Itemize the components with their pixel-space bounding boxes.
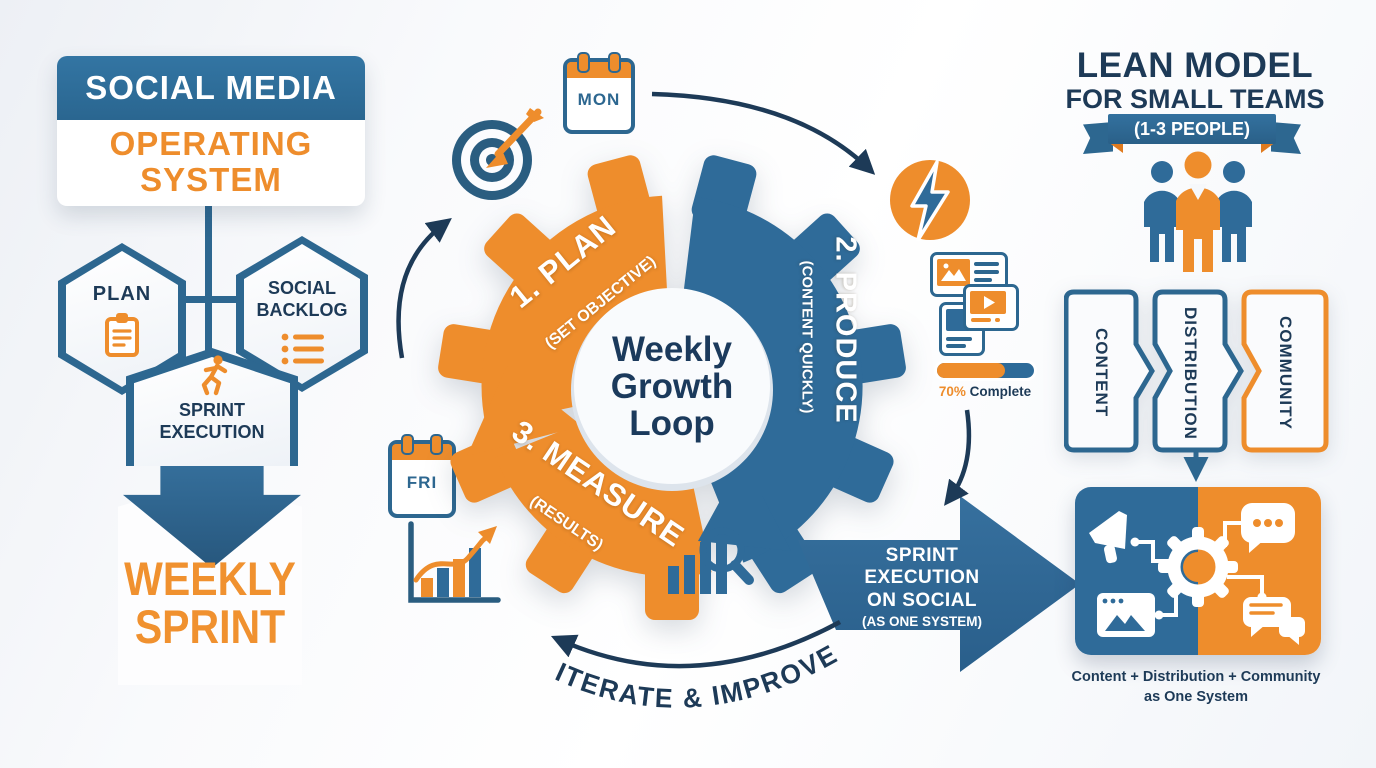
system-caption: Content + Distribution + Community as On… <box>1046 668 1346 707</box>
ribbon-banner: (1-3 PEOPLE) <box>1108 114 1276 144</box>
checklist-icon <box>281 333 324 365</box>
text-line <box>974 262 999 266</box>
image-thumb-icon <box>937 259 970 286</box>
hexagon-connector-horizontal <box>150 296 268 303</box>
ribbon-fold-right <box>1261 142 1276 153</box>
calendar-pin-icon <box>577 52 590 73</box>
calendar-pin-icon <box>430 434 443 455</box>
weekly-line2: SPRINT <box>134 600 286 654</box>
iterate-improve-label: ITERATE & IMPROVE <box>551 638 843 713</box>
person-right-icon <box>1216 161 1252 262</box>
pillar-content-box <box>1064 289 1155 453</box>
title-line1: OPERATING <box>109 125 313 162</box>
pillar-distribution-label: DISTRIBUTION <box>1181 306 1200 440</box>
gear-segment-plan <box>481 195 669 426</box>
growth-chart-icon <box>408 521 501 603</box>
title-body: OPERATING SYSTEM <box>57 120 365 199</box>
pentagon-label: SPRINT EXECUTION <box>126 400 298 443</box>
person-left-icon <box>1144 161 1180 262</box>
chat-double-icon <box>1243 597 1305 645</box>
bar-chart-magnifier-icon <box>668 527 754 594</box>
arrow-content-to-sprint <box>944 409 972 506</box>
one-system-box <box>1075 487 1321 655</box>
loop-center-circle <box>574 288 770 484</box>
video-card-icon <box>963 284 1019 331</box>
pentagon-sprint-execution: SPRINT EXECUTION <box>126 348 298 466</box>
title-line2: SYSTEM <box>140 161 282 199</box>
calendar-monday-label: MON <box>577 90 621 109</box>
weekly-line1: WEEKLY <box>124 552 296 606</box>
gear-segment-measure <box>495 420 712 577</box>
backlog-line2: BACKLOG <box>256 299 348 320</box>
video-player-icon <box>970 291 1006 314</box>
caption-line1: Content + Distribution + Community <box>1071 669 1321 685</box>
pillar-distribution-box <box>1152 289 1244 453</box>
clipboard-icon <box>105 313 139 357</box>
progress-bar <box>937 363 1034 378</box>
center-line1: Weekly <box>612 330 732 369</box>
text-line <box>974 278 992 282</box>
video-dot <box>995 318 1000 322</box>
chat-dots-icon <box>1241 503 1295 553</box>
sprint-arrow-label: SPRINT EXECUTION ON SOCIAL (AS ONE SYSTE… <box>824 545 1020 629</box>
sprint-arrow-line1: SPRINT <box>885 545 959 566</box>
target-icon <box>452 108 544 200</box>
calendar-pin-icon <box>608 52 621 73</box>
lean-model-subheading: FOR SMALL TEAMS <box>1065 84 1325 114</box>
step2-sub: (CONTENT QUICKLY) <box>798 260 816 414</box>
ribbon-fold-left <box>1108 142 1123 153</box>
loop-center-label: Weekly Growth Loop <box>572 331 772 442</box>
calendar-friday: FRI <box>388 434 456 518</box>
calendar-pin-icon <box>401 434 414 455</box>
pillar-boxes <box>1064 289 1329 453</box>
text-line <box>946 337 972 341</box>
pillar-content-label: CONTENT <box>1092 328 1111 418</box>
lightning-icon <box>890 160 970 242</box>
weekly-sprint-label: WEEKLY SPRINT <box>118 552 302 654</box>
center-line3: Loop <box>629 404 715 444</box>
progress-bar-fill <box>937 363 1005 378</box>
person-center-icon <box>1176 151 1220 272</box>
sprint-hex-line1: SPRINT <box>178 400 245 420</box>
hexagon-plan: PLAN <box>58 243 186 395</box>
gear-icon <box>1158 527 1238 607</box>
megaphone-icon <box>1089 511 1127 564</box>
hexagon-backlog-label: SOCIAL BACKLOG <box>236 278 368 321</box>
lean-model-heading: LEAN MODEL <box>1076 46 1314 85</box>
caption-line2: as One System <box>1144 688 1248 705</box>
hexagon-social-backlog: SOCIAL BACKLOG <box>236 236 368 392</box>
image-window-icon <box>1097 593 1155 637</box>
sprint-hex-line2: EXECUTION <box>159 421 265 442</box>
text-line <box>946 344 966 348</box>
hexagon-plan-label: PLAN <box>92 283 152 305</box>
weekly-growth-loop-gear <box>438 155 906 620</box>
calendar-monday: MON <box>563 52 635 134</box>
sprint-arrow-sub: (AS ONE SYSTEM) <box>861 614 982 630</box>
video-progress-line <box>971 318 991 322</box>
gear-segment-produce <box>682 196 863 563</box>
text-line <box>974 270 999 274</box>
progress-text: Complete <box>969 384 1032 399</box>
flow-chevron-orange <box>467 366 582 456</box>
step2-label: 2. PRODUCE <box>829 236 862 424</box>
title-card: SOCIAL MEDIA OPERATING SYSTEM <box>57 56 365 206</box>
title-connector-vertical <box>205 200 212 352</box>
backlog-line1: SOCIAL <box>267 278 336 298</box>
progress-label: 70% Complete <box>905 384 1065 399</box>
pillar-community-label: COMMUNITY <box>1276 316 1295 430</box>
progress-percent: 70% <box>938 384 966 399</box>
calendar-friday-label: FRI <box>406 473 438 492</box>
sprint-arrow-line3: ON SOCIAL <box>866 589 978 611</box>
sprint-arrow-line2: EXECUTION <box>864 567 980 589</box>
title-header: SOCIAL MEDIA <box>57 56 365 120</box>
pillar-community-box <box>1241 289 1329 453</box>
team-people-icon <box>1144 151 1252 272</box>
center-line2: Growth <box>610 367 734 407</box>
runner-icon <box>201 355 228 396</box>
